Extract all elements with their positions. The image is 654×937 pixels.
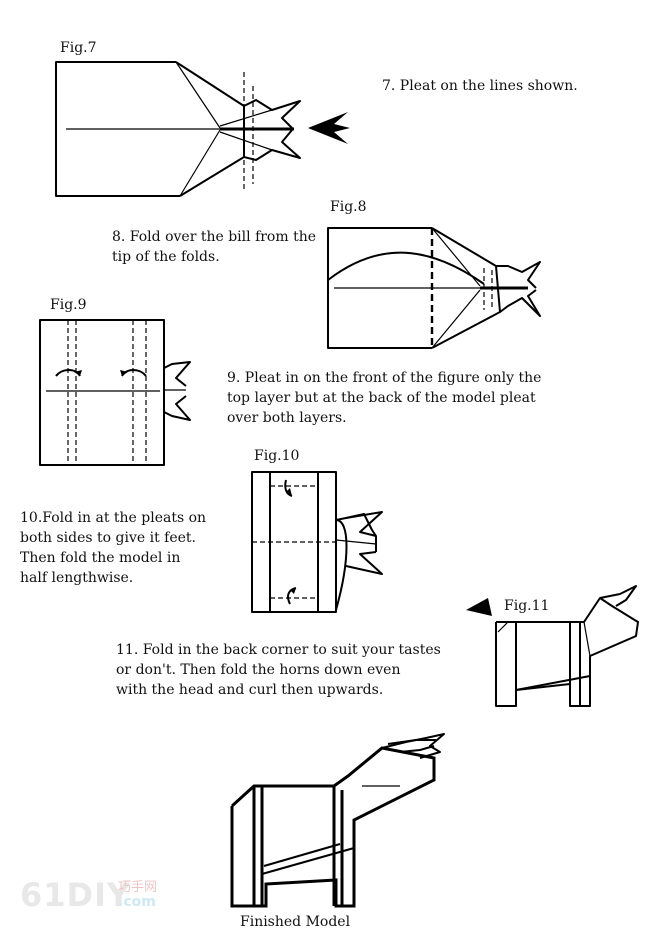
fig9-diagram [39, 319, 191, 466]
finished-model-caption: Finished Model [240, 914, 351, 930]
arrow-left-icon [308, 112, 350, 144]
fig11-label: Fig.11 [504, 598, 550, 614]
fig11-diagram [466, 585, 639, 707]
watermark-chinese: 巧手网 [118, 880, 158, 895]
fig7-label: Fig.7 [60, 40, 97, 56]
step7-text: 7. Pleat on the lines shown. [382, 78, 578, 94]
pointer-arrow-icon [466, 598, 492, 616]
step8-text: 8. Fold over the bill from the tip of th… [112, 229, 317, 265]
step10-text: 10.Fold in at the pleats on both sides t… [20, 510, 207, 586]
fig8-label: Fig.8 [330, 199, 367, 215]
fig8-diagram [327, 227, 541, 349]
watermark-domain: .com [118, 894, 156, 910]
step9-text: 9. Pleat in on the front of the figure o… [227, 370, 542, 426]
step11-text: 11. Fold in the back corner to suit your… [116, 642, 441, 698]
fig10-label: Fig.10 [254, 448, 300, 464]
finished-model-diagram [230, 733, 445, 908]
watermark-logo: 61DIY [20, 876, 132, 914]
fig7-diagram [55, 61, 350, 197]
fig10-diagram [251, 471, 383, 613]
fig9-label: Fig.9 [50, 297, 87, 313]
